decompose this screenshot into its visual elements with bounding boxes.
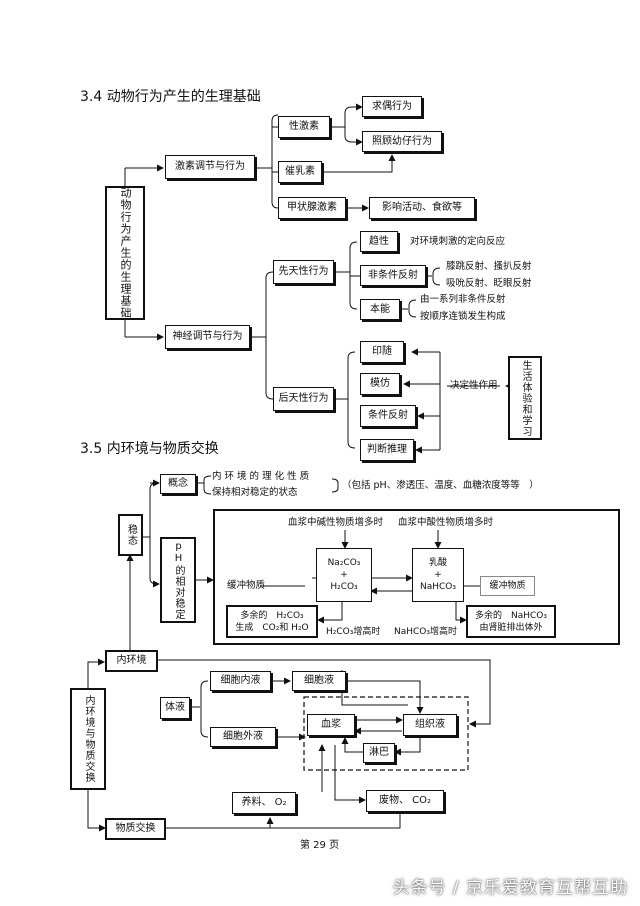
courtship-node: 求偶行为 [362, 96, 422, 117]
excess-h2co3-node: 多余的 H₂CO₃ 生成 CO₂和 H₂O [226, 605, 318, 638]
plasma-node: 血浆 [307, 714, 355, 736]
homeostasis-node: 稳态 [118, 514, 143, 556]
internal-env-node: 内环境 [105, 650, 158, 672]
concept-line-2: 保持相对稳定的状态 [212, 487, 298, 498]
cell-fluid-node: 细胞液 [292, 671, 346, 691]
nutrients-node: 养料、 O₂ [232, 792, 296, 814]
intracellular-node: 细胞内液 [210, 671, 271, 691]
instinct-description-1: 由一系列非条件反射 [420, 294, 506, 305]
nahco3-label: NaHCO₃ [420, 582, 456, 592]
thyroid-effect-node: 影响活动、食欲等 [369, 197, 475, 219]
unconditioned-examples-1: 膝跳反射、搔扒反射 [446, 261, 532, 272]
reasoning-node: 判断推理 [360, 439, 414, 461]
root-internal-env-exchange: 内环境与物质交换 [70, 688, 106, 790]
excess-nahco3-line2: 由肾脏排出体外 [479, 622, 543, 633]
h2co3-label: H₂CO₃ [330, 582, 358, 592]
h2co3-increase-label: H₂CO₃增高时 [326, 627, 381, 637]
na2co3-label: Na₂CO₃ [327, 558, 361, 568]
nahco3-increase-label: NaHCO₃增高时 [394, 627, 457, 637]
conditioned-node: 条件反射 [360, 405, 416, 427]
taxis-description: 对环境刺激的定向反应 [410, 236, 506, 247]
acid-buffer-pair: 乳酸 + NaHCO₃ [412, 548, 464, 602]
lymph-node: 淋巴 [363, 743, 395, 763]
prolactin-node: 催乳素 [278, 161, 322, 183]
extracellular-node: 细胞外液 [210, 727, 276, 747]
excess-h2co3-line2: 生成 CO₂和 H₂O [235, 622, 309, 633]
page-number: 第 29 页 [300, 840, 340, 851]
base-increase-label: 血浆中碱性物质增多时 [288, 517, 384, 528]
learned-node: 后天性行为 [273, 387, 334, 411]
buffer-right-label: 缓冲物质 [480, 576, 535, 596]
body-fluid-node: 体液 [160, 697, 190, 719]
imitation-node: 模仿 [360, 373, 400, 395]
innate-node: 先天性行为 [273, 260, 334, 284]
waste-node: 废物、 CO₂ [366, 790, 444, 812]
sex-hormone-node: 性激素 [278, 116, 330, 138]
life-experience-node: 生活体验和学习 [508, 356, 542, 440]
excess-nahco3-line1: 多余的 NaHCO₃ [475, 610, 547, 621]
section-title-internal-env: 3.5 内环境与物质交换 [80, 441, 219, 457]
excess-h2co3-line1: 多余的 H₂CO₃ [240, 610, 304, 621]
unconditioned-examples-2: 吸吮反射、眨眼反射 [446, 278, 532, 289]
concept-node: 概念 [160, 474, 196, 494]
taxis-node: 趋性 [360, 231, 398, 252]
instinct-node: 本能 [360, 299, 400, 320]
thyroid-node: 甲状腺激素 [278, 197, 346, 219]
excess-nahco3-node: 多余的 NaHCO₃ 由肾脏排出体外 [466, 605, 556, 638]
root-behavior-basis: 动物行为产生的生理基础 [105, 186, 145, 320]
care-young-node: 照顾幼仔行为 [362, 131, 442, 152]
imprinting-node: 印随 [360, 341, 404, 363]
unconditioned-node: 非条件反射 [360, 265, 426, 286]
watermark-text: 头条号 / 京乐爱教育互帮互助 [392, 878, 628, 898]
lactic-acid-label: 乳酸 [428, 558, 447, 568]
buffer-left-label: 缓冲物质 [227, 580, 266, 591]
ph-stable-node: pH的相对稳定 [160, 537, 196, 623]
exchange-node: 物质交换 [105, 818, 166, 840]
tissue-fluid-node: 组织液 [403, 714, 457, 736]
nerve-branch: 神经调节与行为 [165, 325, 250, 349]
base-buffer-pair: Na₂CO₃ + H₂CO₃ [316, 548, 372, 602]
plus-sign: + [340, 570, 348, 580]
plus-sign: + [434, 570, 442, 580]
decisive-role-label: 决定性作用 [450, 380, 498, 391]
acid-increase-label: 血浆中酸性物质增多时 [398, 517, 494, 528]
hormone-branch: 激素调节与行为 [165, 155, 255, 179]
section-title-behavior: 3.4 动物行为产生的生理基础 [80, 89, 261, 105]
concept-line-1: 内 环 境 的 理 化 性 质 [212, 471, 310, 482]
concept-note: （包括 pH、渗透压、温度、血糖浓度等等 ） [342, 480, 539, 491]
instinct-description-2: 按顺序连锁发生构成 [420, 311, 506, 322]
